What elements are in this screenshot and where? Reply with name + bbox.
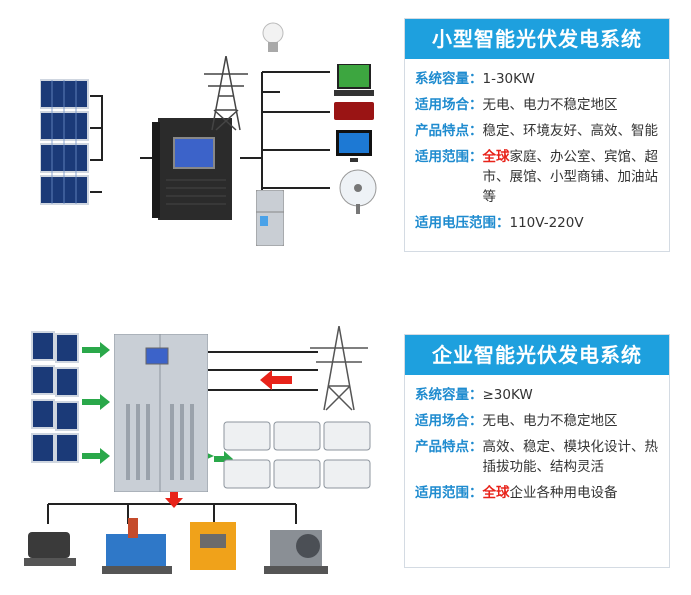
spec-value: 无电、电力不稳定地区 <box>482 413 618 429</box>
spec-label: 适用范围： <box>415 485 483 501</box>
inverter-cabinet-large-icon <box>114 334 208 492</box>
spec-row-capacity: 系统容量： 1-30KW <box>415 69 663 89</box>
crusher-icon <box>190 522 236 570</box>
inverter-cabinet-icon <box>152 118 232 220</box>
television-icon <box>336 130 372 162</box>
enterprise-system-panel: 企业智能光伏发电系统 系统容量： ≥30KW 适用场合： 无电、电力不稳定地区 … <box>404 334 670 568</box>
spec-row-features: 产品特点： 高效、稳定、模块化设计、热插拔功能、结构灵活 <box>415 437 663 477</box>
small-system-title: 小型智能光伏发电系统 <box>405 19 669 59</box>
enterprise-system-title: 企业智能光伏发电系统 <box>405 335 669 375</box>
spec-value: 企业各种用电设备 <box>509 485 618 501</box>
spec-row-occasion: 适用场合： 无电、电力不稳定地区 <box>415 411 663 431</box>
spec-label: 适用场合： <box>415 97 483 113</box>
fan-icon <box>339 169 377 214</box>
water-pump-icon <box>24 532 76 566</box>
solar-panel-icon <box>40 79 89 205</box>
spec-value: 110V-220V <box>509 215 584 231</box>
spec-label: 产品特点： <box>415 439 483 455</box>
spec-row-scope: 适用范围： 全球企业各种用电设备 <box>415 483 663 503</box>
jaw-crusher-icon <box>264 530 328 574</box>
spec-row-scope: 适用范围： 全球家庭、办公室、宾馆、超市、展馆、小型商铺、加油站等 <box>415 147 663 207</box>
enterprise-system-wiring <box>47 342 318 524</box>
spec-highlight: 全球 <box>482 485 510 501</box>
spec-row-capacity: 系统容量： ≥30KW <box>415 385 663 405</box>
spec-row-voltage: 适用电压范围： 110V-220V <box>415 213 663 233</box>
spec-value: 高效、稳定、模块化设计、热插拔功能、结构灵活 <box>482 439 659 475</box>
spec-value: 家庭、办公室、宾馆、超市、展馆、小型商铺、加油站等 <box>482 149 659 205</box>
small-system-panel: 小型智能光伏发电系统 系统容量： 1-30KW 适用场合： 无电、电力不稳定地区… <box>404 18 670 252</box>
spec-value: 1-30KW <box>482 71 535 87</box>
spec-label: 产品特点： <box>415 123 483 139</box>
refrigerator-icon <box>256 190 284 246</box>
spec-value: 稳定、环境友好、高效、智能 <box>482 123 659 139</box>
spec-label: 系统容量： <box>415 71 483 87</box>
welding-machine-icon <box>102 518 172 574</box>
solar-array-icon <box>31 331 79 463</box>
spec-row-occasion: 适用场合： 无电、电力不稳定地区 <box>415 95 663 115</box>
spec-label: 适用电压范围： <box>415 215 510 231</box>
spec-label: 适用范围： <box>415 149 483 165</box>
battery-bank-icon <box>223 421 371 489</box>
computer-icon <box>334 64 374 96</box>
spec-value: 无电、电力不稳定地区 <box>482 97 618 113</box>
power-tower-icon <box>204 56 248 131</box>
air-conditioner-icon <box>334 102 374 120</box>
spec-label: 适用场合： <box>415 413 483 429</box>
light-bulb-icon <box>262 22 284 52</box>
spec-row-features: 产品特点： 稳定、环境友好、高效、智能 <box>415 121 663 141</box>
grid-tower-icon <box>310 326 368 411</box>
small-system-wiring <box>90 71 330 208</box>
spec-label: 系统容量： <box>415 387 483 403</box>
spec-value: ≥30KW <box>482 387 533 403</box>
spec-highlight: 全球 <box>482 149 510 165</box>
